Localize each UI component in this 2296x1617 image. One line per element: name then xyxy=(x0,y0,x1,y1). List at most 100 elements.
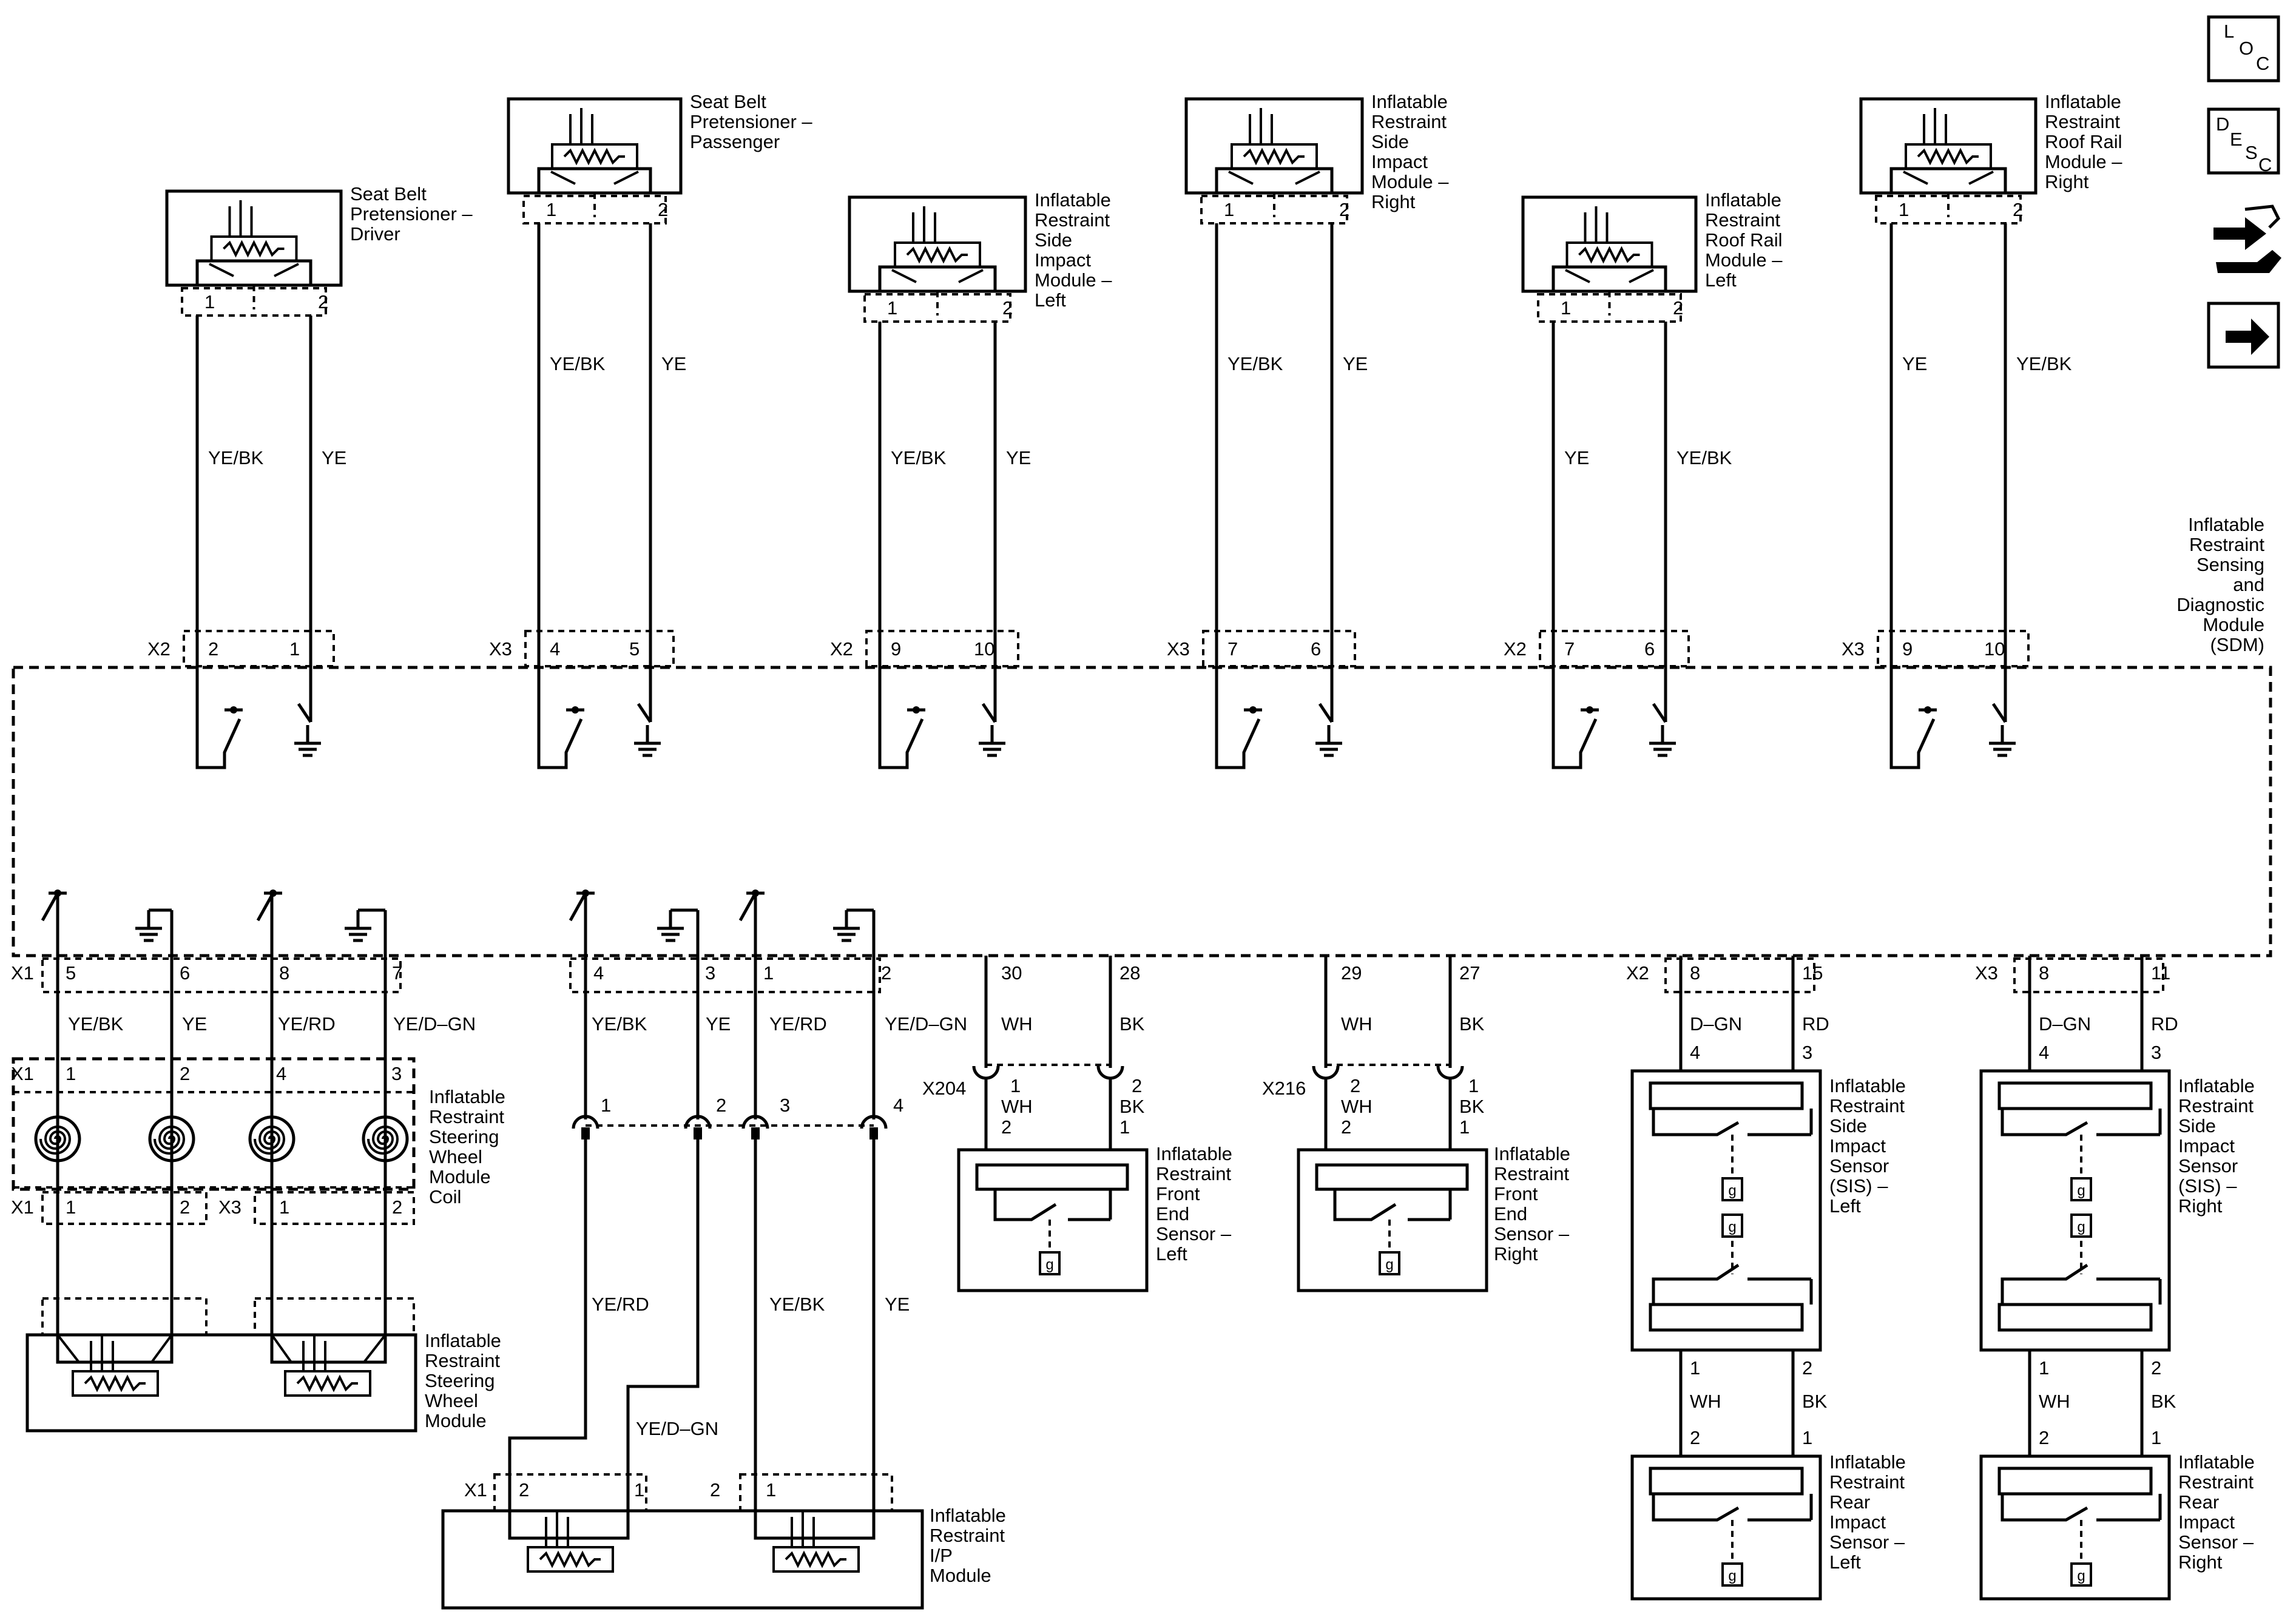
svg-text:3: 3 xyxy=(391,1063,402,1084)
svg-text:X3: X3 xyxy=(1842,638,1865,660)
front-sensor-left: 30 28 WH BK X204 1 2 WH BK 2 1 Inflatabl… xyxy=(922,956,1232,1292)
svg-text:RD: RD xyxy=(1802,1013,1829,1035)
svg-text:YE: YE xyxy=(885,1294,910,1315)
svg-text:Left: Left xyxy=(1035,289,1066,311)
svg-text:Sensor: Sensor xyxy=(2178,1155,2238,1176)
svg-text:1: 1 xyxy=(601,1095,611,1116)
svg-text:Restraint: Restraint xyxy=(1494,1163,1569,1184)
svg-text:2: 2 xyxy=(1132,1075,1142,1096)
svg-text:YE: YE xyxy=(661,353,686,374)
svg-text:WH: WH xyxy=(2039,1391,2070,1412)
svg-text:C: C xyxy=(2258,154,2272,175)
svg-text:D–GN: D–GN xyxy=(2039,1013,2091,1035)
svg-text:X3: X3 xyxy=(218,1197,241,1218)
svg-text:1: 1 xyxy=(634,1479,644,1501)
svg-text:YE: YE xyxy=(1006,447,1031,468)
svg-text:Inflatable: Inflatable xyxy=(930,1505,1006,1526)
svg-text:Inflatable: Inflatable xyxy=(2188,514,2264,535)
ip-module-circuits: 4 3 1 2 YE/BK YE YE/RD YE/D–GN 1 2 3 4 Y… xyxy=(441,890,1006,1610)
connector-view-button[interactable] xyxy=(2213,204,2281,273)
svg-text:2: 2 xyxy=(1690,1427,1700,1448)
svg-text:Steering: Steering xyxy=(425,1370,495,1391)
svg-text:2: 2 xyxy=(1350,1075,1360,1096)
svg-text:2: 2 xyxy=(2151,1357,2161,1379)
svg-text:Module –: Module – xyxy=(1371,171,1449,192)
svg-text:and: and xyxy=(2233,574,2264,595)
loc-button[interactable]: L O C xyxy=(2207,15,2280,83)
svg-text:X2: X2 xyxy=(830,638,853,660)
svg-text:BK: BK xyxy=(1119,1013,1145,1035)
svg-text:1: 1 xyxy=(1459,1116,1470,1138)
svg-text:BK: BK xyxy=(2151,1391,2176,1412)
svg-text:Pretensioner –: Pretensioner – xyxy=(350,203,473,224)
svg-text:(SDM): (SDM) xyxy=(2210,634,2264,655)
sdm-label: Inflatable Restraint Sensing and Diagnos… xyxy=(2176,514,2264,655)
svg-text:29: 29 xyxy=(1341,962,1362,984)
svg-text:Impact: Impact xyxy=(2178,1511,2235,1533)
desc-button[interactable]: D E S C xyxy=(2207,107,2280,175)
svg-text:Impact: Impact xyxy=(1829,1511,1886,1533)
svg-text:Seat Belt: Seat Belt xyxy=(350,183,427,204)
svg-text:Impact: Impact xyxy=(1371,151,1428,172)
svg-text:O: O xyxy=(2239,38,2254,59)
arrow-right-icon xyxy=(2226,319,2269,355)
svg-text:8: 8 xyxy=(279,962,289,984)
svg-text:Side: Side xyxy=(2178,1115,2216,1136)
svg-text:Inflatable: Inflatable xyxy=(2178,1451,2255,1473)
svg-text:Driver: Driver xyxy=(350,223,400,245)
svg-text:1: 1 xyxy=(766,1479,776,1501)
svg-text:1: 1 xyxy=(1010,1075,1021,1096)
svg-text:1: 1 xyxy=(289,638,300,660)
svg-text:Wheel: Wheel xyxy=(429,1146,482,1167)
svg-text:3: 3 xyxy=(2151,1042,2161,1063)
svg-text:Pretensioner –: Pretensioner – xyxy=(690,111,812,132)
svg-text:11: 11 xyxy=(2151,962,2170,984)
svg-text:X1: X1 xyxy=(11,962,34,984)
svg-text:1: 1 xyxy=(204,291,215,312)
svg-text:2: 2 xyxy=(716,1095,726,1116)
svg-text:30: 30 xyxy=(1001,962,1022,984)
svg-text:YE: YE xyxy=(182,1013,207,1035)
svg-text:YE/BK: YE/BK xyxy=(68,1013,124,1035)
svg-text:End: End xyxy=(1156,1203,1189,1224)
svg-text:YE/RD: YE/RD xyxy=(592,1294,649,1315)
svg-text:X2: X2 xyxy=(1626,962,1649,984)
next-button[interactable] xyxy=(2207,302,2280,369)
svg-text:9: 9 xyxy=(891,638,901,660)
svg-text:2: 2 xyxy=(208,638,218,660)
svg-text:E: E xyxy=(2230,129,2243,150)
svg-text:2: 2 xyxy=(1802,1357,1812,1379)
svg-text:27: 27 xyxy=(1459,962,1480,984)
svg-text:Inflatable: Inflatable xyxy=(425,1330,501,1351)
svg-text:Inflatable: Inflatable xyxy=(2045,91,2121,112)
svg-text:2: 2 xyxy=(392,1197,402,1218)
svg-text:YE: YE xyxy=(706,1013,731,1035)
svg-text:Restraint: Restraint xyxy=(1705,209,1780,231)
svg-text:1: 1 xyxy=(546,199,556,220)
svg-text:Restraint: Restraint xyxy=(930,1525,1005,1546)
svg-text:(SIS) –: (SIS) – xyxy=(1829,1175,1888,1197)
svg-text:YE/BK: YE/BK xyxy=(1676,447,1732,468)
svg-text:1: 1 xyxy=(2039,1357,2049,1379)
svg-text:2: 2 xyxy=(881,962,891,984)
svg-text:3: 3 xyxy=(1802,1042,1812,1063)
svg-text:Right: Right xyxy=(1371,191,1416,212)
svg-text:Front: Front xyxy=(1494,1183,1538,1204)
svg-text:Front: Front xyxy=(1156,1183,1200,1204)
svg-text:Side: Side xyxy=(1035,229,1072,251)
svg-text:YE/D–GN: YE/D–GN xyxy=(885,1013,967,1035)
svg-text:2: 2 xyxy=(1341,1116,1351,1138)
svg-text:Module –: Module – xyxy=(1035,269,1112,291)
svg-text:6: 6 xyxy=(1311,638,1321,660)
svg-text:X3: X3 xyxy=(1167,638,1190,660)
svg-text:Diagnostic: Diagnostic xyxy=(2176,594,2264,615)
svg-text:Module: Module xyxy=(429,1166,491,1187)
svg-text:X204: X204 xyxy=(922,1078,966,1099)
